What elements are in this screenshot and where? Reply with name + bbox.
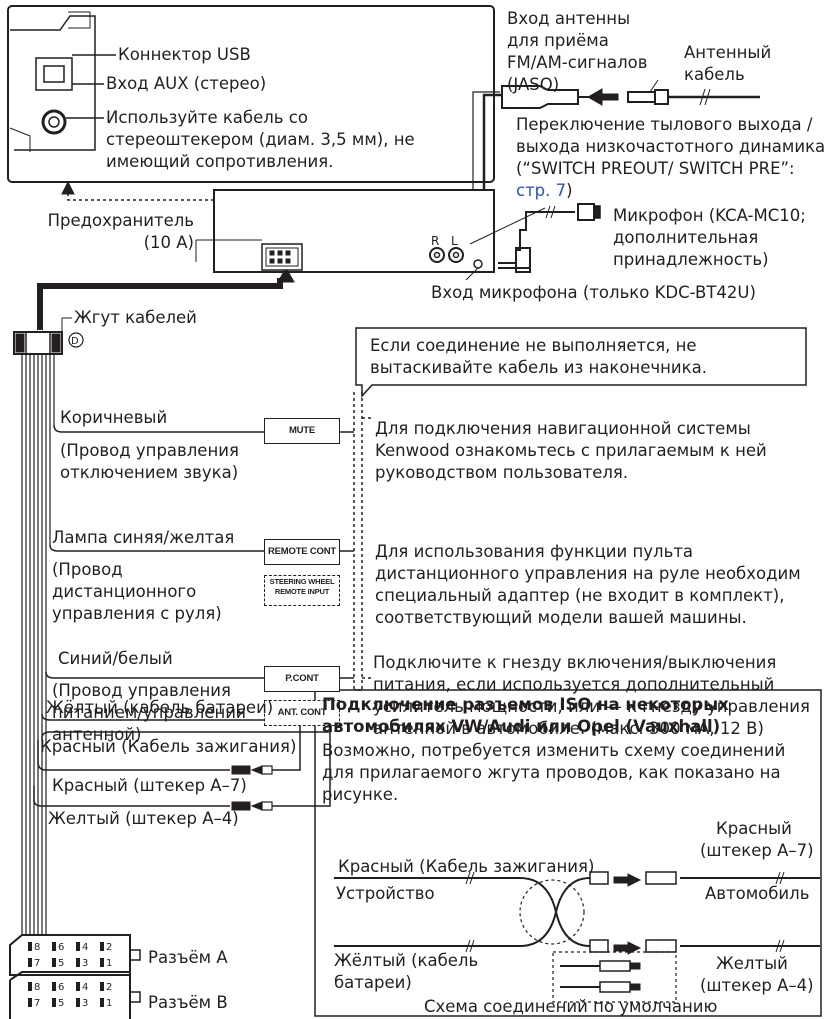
iso-unit: Устройство <box>336 884 435 903</box>
yellow-a4-label: Желтый (штекер A–4) <box>48 809 239 828</box>
connector-pin: 5 <box>52 998 64 1010</box>
connector-pin: 5 <box>52 958 64 970</box>
preout-switch-label: Переключение тылового выхода / выхода ни… <box>516 114 828 202</box>
iso-box <box>314 689 822 1017</box>
arrow-up-harness-icon <box>277 266 295 283</box>
connector-pin: 8 <box>28 982 40 994</box>
front-panel-sketch <box>10 15 96 151</box>
antenna-input-label: Вход антенны для приёма FM/AM-сигналов (… <box>507 9 648 94</box>
mic-plug <box>515 247 531 273</box>
jack-r <box>429 247 445 263</box>
lamp-wire-desc: (Провод дистанционного управления с руля… <box>52 560 222 623</box>
aux-input-label: Вход AUX (стерео) <box>106 74 267 93</box>
mic-input-label: Вход микрофона (только KDC-BT42U) <box>431 283 756 302</box>
iso-title: Подключение разъемов ISO на некоторых ав… <box>322 695 729 736</box>
iso-red-ignition: Красный (Кабель зажигания) <box>338 857 595 876</box>
callout-box <box>355 327 807 398</box>
fuse-label: Предохранитель (10 A) <box>47 211 194 252</box>
connector-pin: 6 <box>52 982 64 994</box>
iso-yellow-battery: Жёлтый (кабель батареи) <box>334 951 479 992</box>
connector-pin: 7 <box>28 998 40 1010</box>
jack-r-label: R <box>431 234 440 248</box>
connector-a-label: Разъём A <box>148 948 228 967</box>
brown-wire-desc: (Провод управления отключением звука) <box>60 441 239 482</box>
remote-note: Для использования функции пульта дистанц… <box>375 542 801 627</box>
nav-note: Для подключения навигационной системы Ke… <box>375 419 767 482</box>
red-a7-label: Красный (штекер A–7) <box>52 776 247 795</box>
harness-label: Жгут кабелей <box>74 308 197 327</box>
iso-desc: Возможно, потребуется изменить схему сое… <box>322 741 786 804</box>
power-note: Подключите к гнезду включения/выключения… <box>373 653 810 738</box>
antenna-cable-label: Антенный кабель <box>684 43 772 84</box>
remote-cont-label: REMOTE CONT <box>264 539 340 565</box>
connector-pin: 1 <box>100 958 112 970</box>
connector-pin: 3 <box>76 958 88 970</box>
connector-pin: 4 <box>76 942 88 954</box>
up-arrow-icon <box>61 180 75 195</box>
blue-white-wire-desc: (Провод управления питанием/управления а… <box>52 681 246 744</box>
iso-default: Схема соединений по умолчанию <box>424 997 718 1016</box>
microphone-icon <box>577 203 595 221</box>
iso-a7: (штекер A–7) <box>700 841 814 860</box>
microphone-label: Микрофон (KCA-MC10; дополнительная прина… <box>613 206 806 269</box>
antcont-label: ANT. CONT <box>264 700 340 726</box>
yellow-battery-label: Жёлтый (кабель батареи) <box>46 698 274 717</box>
connector-pin: 8 <box>28 942 40 954</box>
callout-text: Если соединение не выполняется, не вытас… <box>370 336 707 377</box>
connector-pin: 1 <box>100 998 112 1010</box>
iso-yellow: Желтый <box>716 954 788 973</box>
connector-pin: 2 <box>100 942 112 954</box>
iso-a4: (штекер A–4) <box>700 976 814 995</box>
lamp-wire-label: Лампа синяя/желтая <box>52 528 235 547</box>
aux-note: Используйте кабель со стереоштекером (ди… <box>106 108 415 171</box>
harness-badge: D <box>71 336 79 347</box>
connector-b-label: Разъём B <box>148 993 228 1012</box>
preout-close: ) <box>566 181 573 200</box>
antenna-plug <box>501 85 579 109</box>
connector-pin: 4 <box>76 982 88 994</box>
preout-switch-text: Переключение тылового выхода / выхода ни… <box>516 115 826 178</box>
jack-l <box>448 247 464 263</box>
iso-red: Красный <box>716 819 792 838</box>
connector-pin: 7 <box>28 958 40 970</box>
usb-connector-label: Коннектор USB <box>118 45 251 64</box>
pcont-label: P.CONT <box>264 666 340 692</box>
connector-pin: 3 <box>76 998 88 1010</box>
iso-vehicle: Автомобиль <box>705 884 810 903</box>
mute-label: MUTE <box>264 418 340 444</box>
red-ignition-label: Красный (Кабель зажигания) <box>40 737 297 756</box>
blue-white-wire-label: Синий/белый <box>58 649 173 668</box>
connector-pin: 2 <box>100 982 112 994</box>
steering-wheel-label: STEERING WHEEL REMOTE INPUT <box>264 575 340 606</box>
connector-pin: 6 <box>52 942 64 954</box>
jack-l-label: L <box>451 234 458 248</box>
preout-page-link[interactable]: стр. 7 <box>516 181 567 200</box>
brown-wire-label: Коричневый <box>60 408 168 427</box>
mic-jack <box>473 259 483 269</box>
